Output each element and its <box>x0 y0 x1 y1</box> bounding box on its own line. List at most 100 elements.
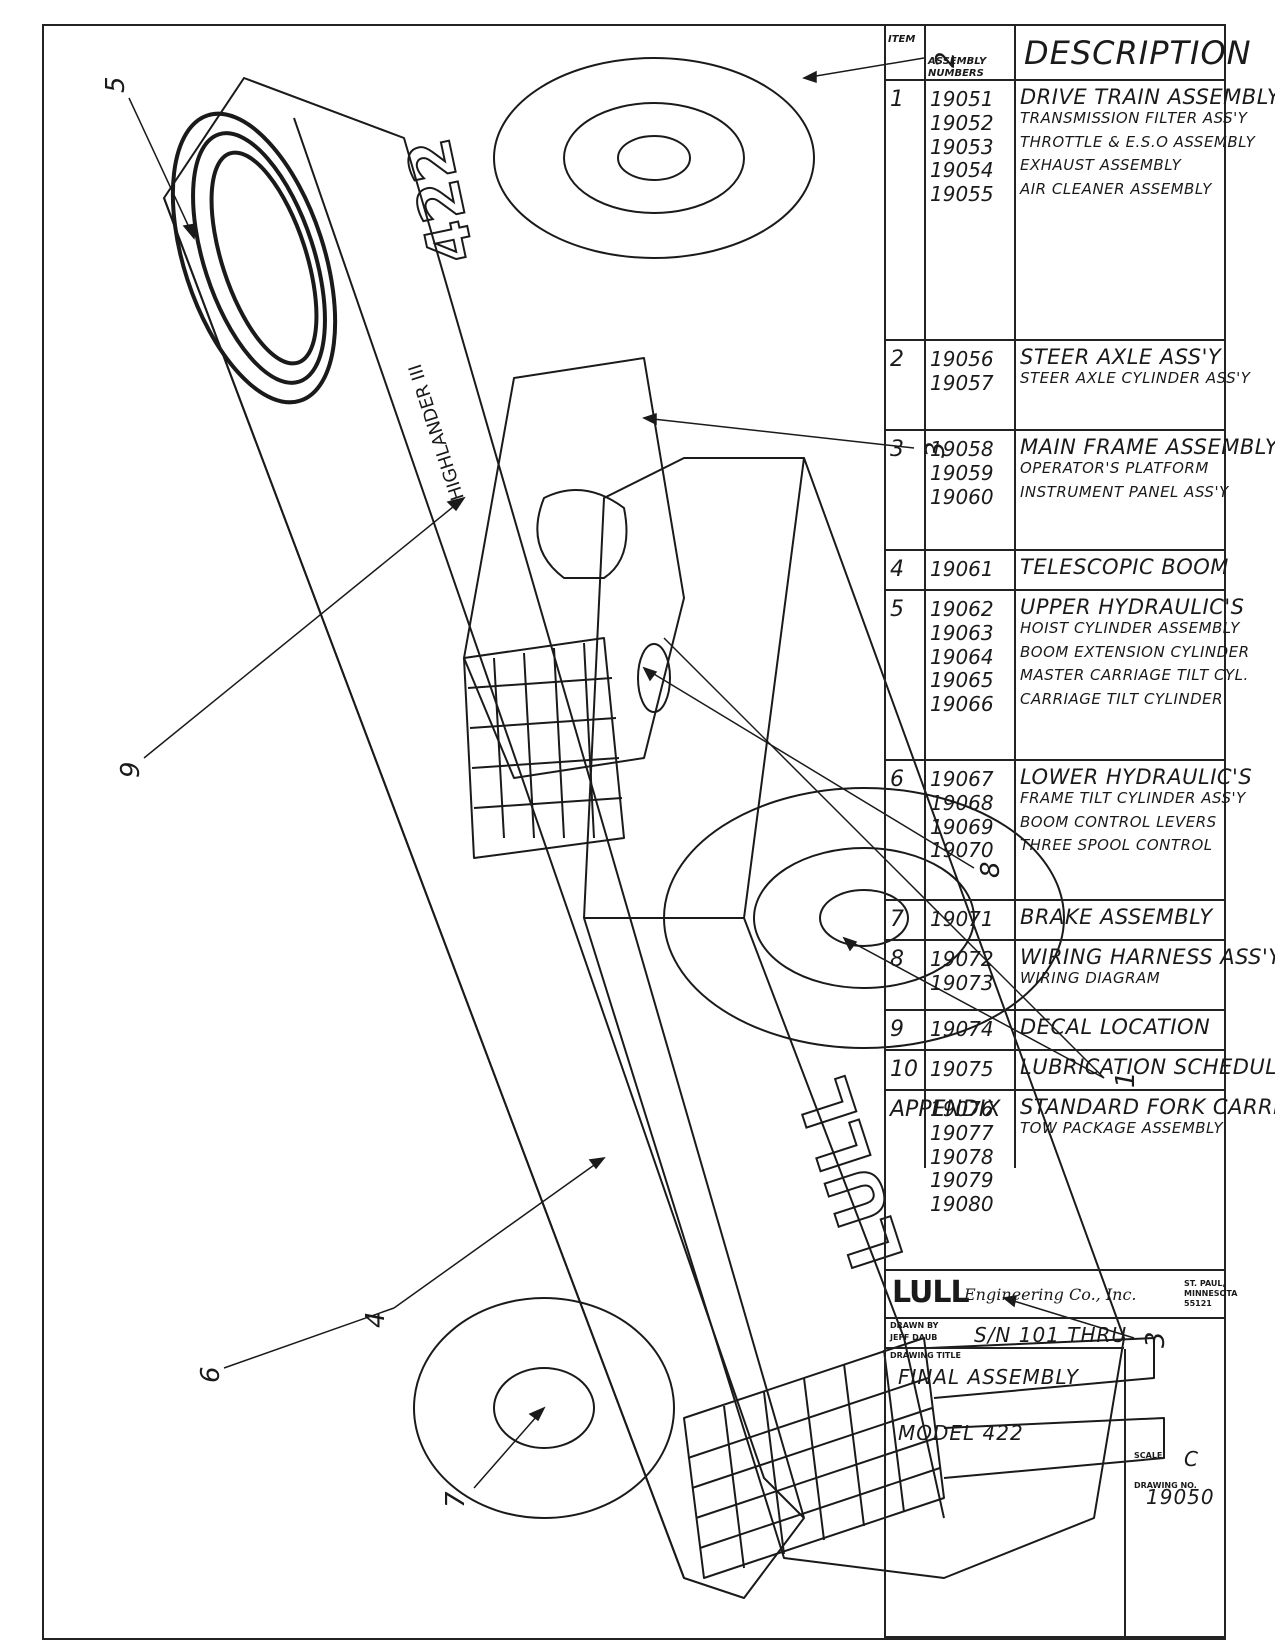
title-company-script: Engineering Co., Inc. <box>964 1285 1137 1304</box>
table-left-border <box>884 1636 1224 1638</box>
title-drawn-by-label: DRAWN BY <box>890 1321 939 1330</box>
row-divider-9 <box>884 1089 1224 1091</box>
row-number-1-1: 19057 <box>930 370 994 395</box>
row-divider-3 <box>884 589 1224 591</box>
callout-2: 2 <box>931 51 961 68</box>
row-number-10-2: 19078 <box>930 1144 994 1169</box>
row-number-0-0: 19051 <box>930 87 994 111</box>
row-item-9: 10 <box>890 1057 918 1082</box>
row-divider-10 <box>884 1269 1224 1271</box>
row-desc-0-3: EXHAUST ASSEMBLY <box>1020 156 1182 175</box>
row-divider-5 <box>884 899 1224 901</box>
row-desc-0-1: TRANSMISSION FILTER ASS'Y <box>1020 108 1248 127</box>
row-desc-0-4: AIR CLEANER ASSEMBLY <box>1020 180 1212 199</box>
callout-7: 7 <box>441 1491 471 1508</box>
row-number-5-3: 19070 <box>930 838 994 863</box>
row-item-2: 3 <box>890 437 904 462</box>
row-desc-5-2: BOOM CONTROL LEVERS <box>1020 812 1217 831</box>
row-number-4-0: 19062 <box>930 597 994 621</box>
row-divider-6 <box>884 939 1224 941</box>
row-item-8: 9 <box>890 1017 904 1042</box>
row-desc-4-2: BOOM EXTENSION CYLINDER <box>1020 642 1250 661</box>
row-desc-10-0: STANDARD FORK CARRIAGE <box>1020 1095 1275 1119</box>
row-number-5-0: 19067 <box>930 767 994 791</box>
row-desc-0-0: DRIVE TRAIN ASSEMBLY <box>1020 85 1275 109</box>
col-divider-number-desc <box>1014 26 1016 1168</box>
callout-3-lower: 3 <box>1141 1331 1171 1348</box>
grille-shape <box>463 637 625 859</box>
row-divider-2 <box>884 549 1224 551</box>
row-item-3: 4 <box>890 557 904 582</box>
col-divider-item-number <box>924 26 926 1168</box>
title-drawing-no: 19050 <box>1146 1485 1215 1509</box>
row-number-10-4: 19080 <box>930 1192 994 1217</box>
tb-line-2 <box>884 1347 1124 1349</box>
row-desc-4-3: MASTER CARRIAGE TILT CYL. <box>1020 666 1249 685</box>
row-desc-1-0: STEER AXLE ASS'Y <box>1020 345 1222 369</box>
drawing-sheet: 422 HIGHLANDER III LULL 5 9 <box>42 24 1275 1640</box>
row-divider-0 <box>884 339 1224 341</box>
row-desc-2-2: INSTRUMENT PANEL ASS'Y <box>1020 482 1229 501</box>
row-number-10-1: 19077 <box>930 1120 994 1145</box>
row-divider-1 <box>884 429 1224 431</box>
rotated-sheet: 422 HIGHLANDER III LULL 5 9 <box>44 26 1275 1638</box>
title-line-1: FINAL ASSEMBLY <box>898 1365 1079 1389</box>
row-number-5-2: 19069 <box>930 814 994 839</box>
row-item-0: 1 <box>890 87 904 112</box>
row-number-0-4: 19055 <box>930 182 994 207</box>
callout-3-upper: 3 <box>921 441 951 458</box>
row-desc-2-1: OPERATOR'S PLATFORM <box>1020 458 1209 477</box>
row-divider-4 <box>884 759 1224 761</box>
seat-shape <box>536 489 628 579</box>
steering-wheel-shape <box>637 643 671 713</box>
header-description: DESCRIPTION <box>1024 34 1252 72</box>
tb-line-1 <box>884 1317 1224 1319</box>
table-top-border <box>884 26 886 1638</box>
header-assembly-line2: NUMBERS <box>928 68 984 79</box>
title-drawing-title-label: DRAWING TITLE <box>890 1351 961 1360</box>
row-number-4-2: 19064 <box>930 644 994 669</box>
row-divider-8 <box>884 1049 1224 1051</box>
row-number-4-3: 19065 <box>930 668 994 693</box>
row-number-2-0: 19058 <box>930 437 994 461</box>
row-desc-10-1: TOW PACKAGE ASSEMBLY <box>1020 1118 1224 1137</box>
callout-5: 5 <box>101 76 131 93</box>
title-location-1: ST. PAUL, <box>1184 1279 1226 1288</box>
row-desc-9-0: LUBRICATION SCHEDULE <box>1020 1055 1275 1079</box>
row-number-10-3: 19079 <box>930 1168 994 1193</box>
row-number-4-4: 19066 <box>930 692 994 717</box>
row-desc-5-0: LOWER HYDRAULIC'S <box>1020 765 1253 789</box>
drive-tire-right-shape <box>663 787 1065 1049</box>
row-desc-4-1: HOIST CYLINDER ASSEMBLY <box>1020 618 1240 637</box>
row-divider-7 <box>884 1009 1224 1011</box>
callout-6: 6 <box>196 1366 226 1383</box>
title-brand-logo: LULL <box>892 1275 969 1310</box>
row-number-0-3: 19054 <box>930 158 994 183</box>
title-serial: S/N 101 THRU <box>974 1323 1128 1347</box>
row-number-3-0: 19061 <box>930 557 994 581</box>
row-item-6: 7 <box>890 907 904 932</box>
row-number-4-1: 19063 <box>930 620 994 645</box>
header-assembly-line1: ASSEMBLY <box>928 56 987 67</box>
row-number-0-2: 19053 <box>930 134 994 159</box>
row-desc-2-0: MAIN FRAME ASSEMBLY <box>1020 435 1275 459</box>
cab-shape <box>463 357 685 779</box>
callout-9: 9 <box>116 761 146 778</box>
title-scale: C <box>1184 1447 1199 1471</box>
row-number-9-0: 19075 <box>930 1057 994 1081</box>
row-desc-0-2: THROTTLE & E.S.O ASSEMBLY <box>1020 132 1256 151</box>
title-location-3: 55121 <box>1184 1299 1212 1308</box>
row-desc-4-4: CARRIAGE TILT CYLINDER <box>1020 690 1224 709</box>
row-number-10-0: 19076 <box>930 1097 994 1121</box>
row-number-8-0: 19074 <box>930 1017 994 1041</box>
row-number-1-0: 19056 <box>930 347 994 371</box>
title-line-2: MODEL 422 <box>898 1421 1024 1445</box>
row-desc-7-1: WIRING DIAGRAM <box>1020 968 1161 987</box>
row-item-7: 8 <box>890 947 904 972</box>
header-divider <box>884 79 1224 81</box>
callout-1: 1 <box>1111 1071 1141 1088</box>
row-item-5: 6 <box>890 767 904 792</box>
row-desc-5-3: THREE SPOOL CONTROL <box>1020 836 1213 855</box>
steer-tire-shape <box>493 57 815 259</box>
title-location-2: MINNESOTA <box>1184 1289 1238 1298</box>
